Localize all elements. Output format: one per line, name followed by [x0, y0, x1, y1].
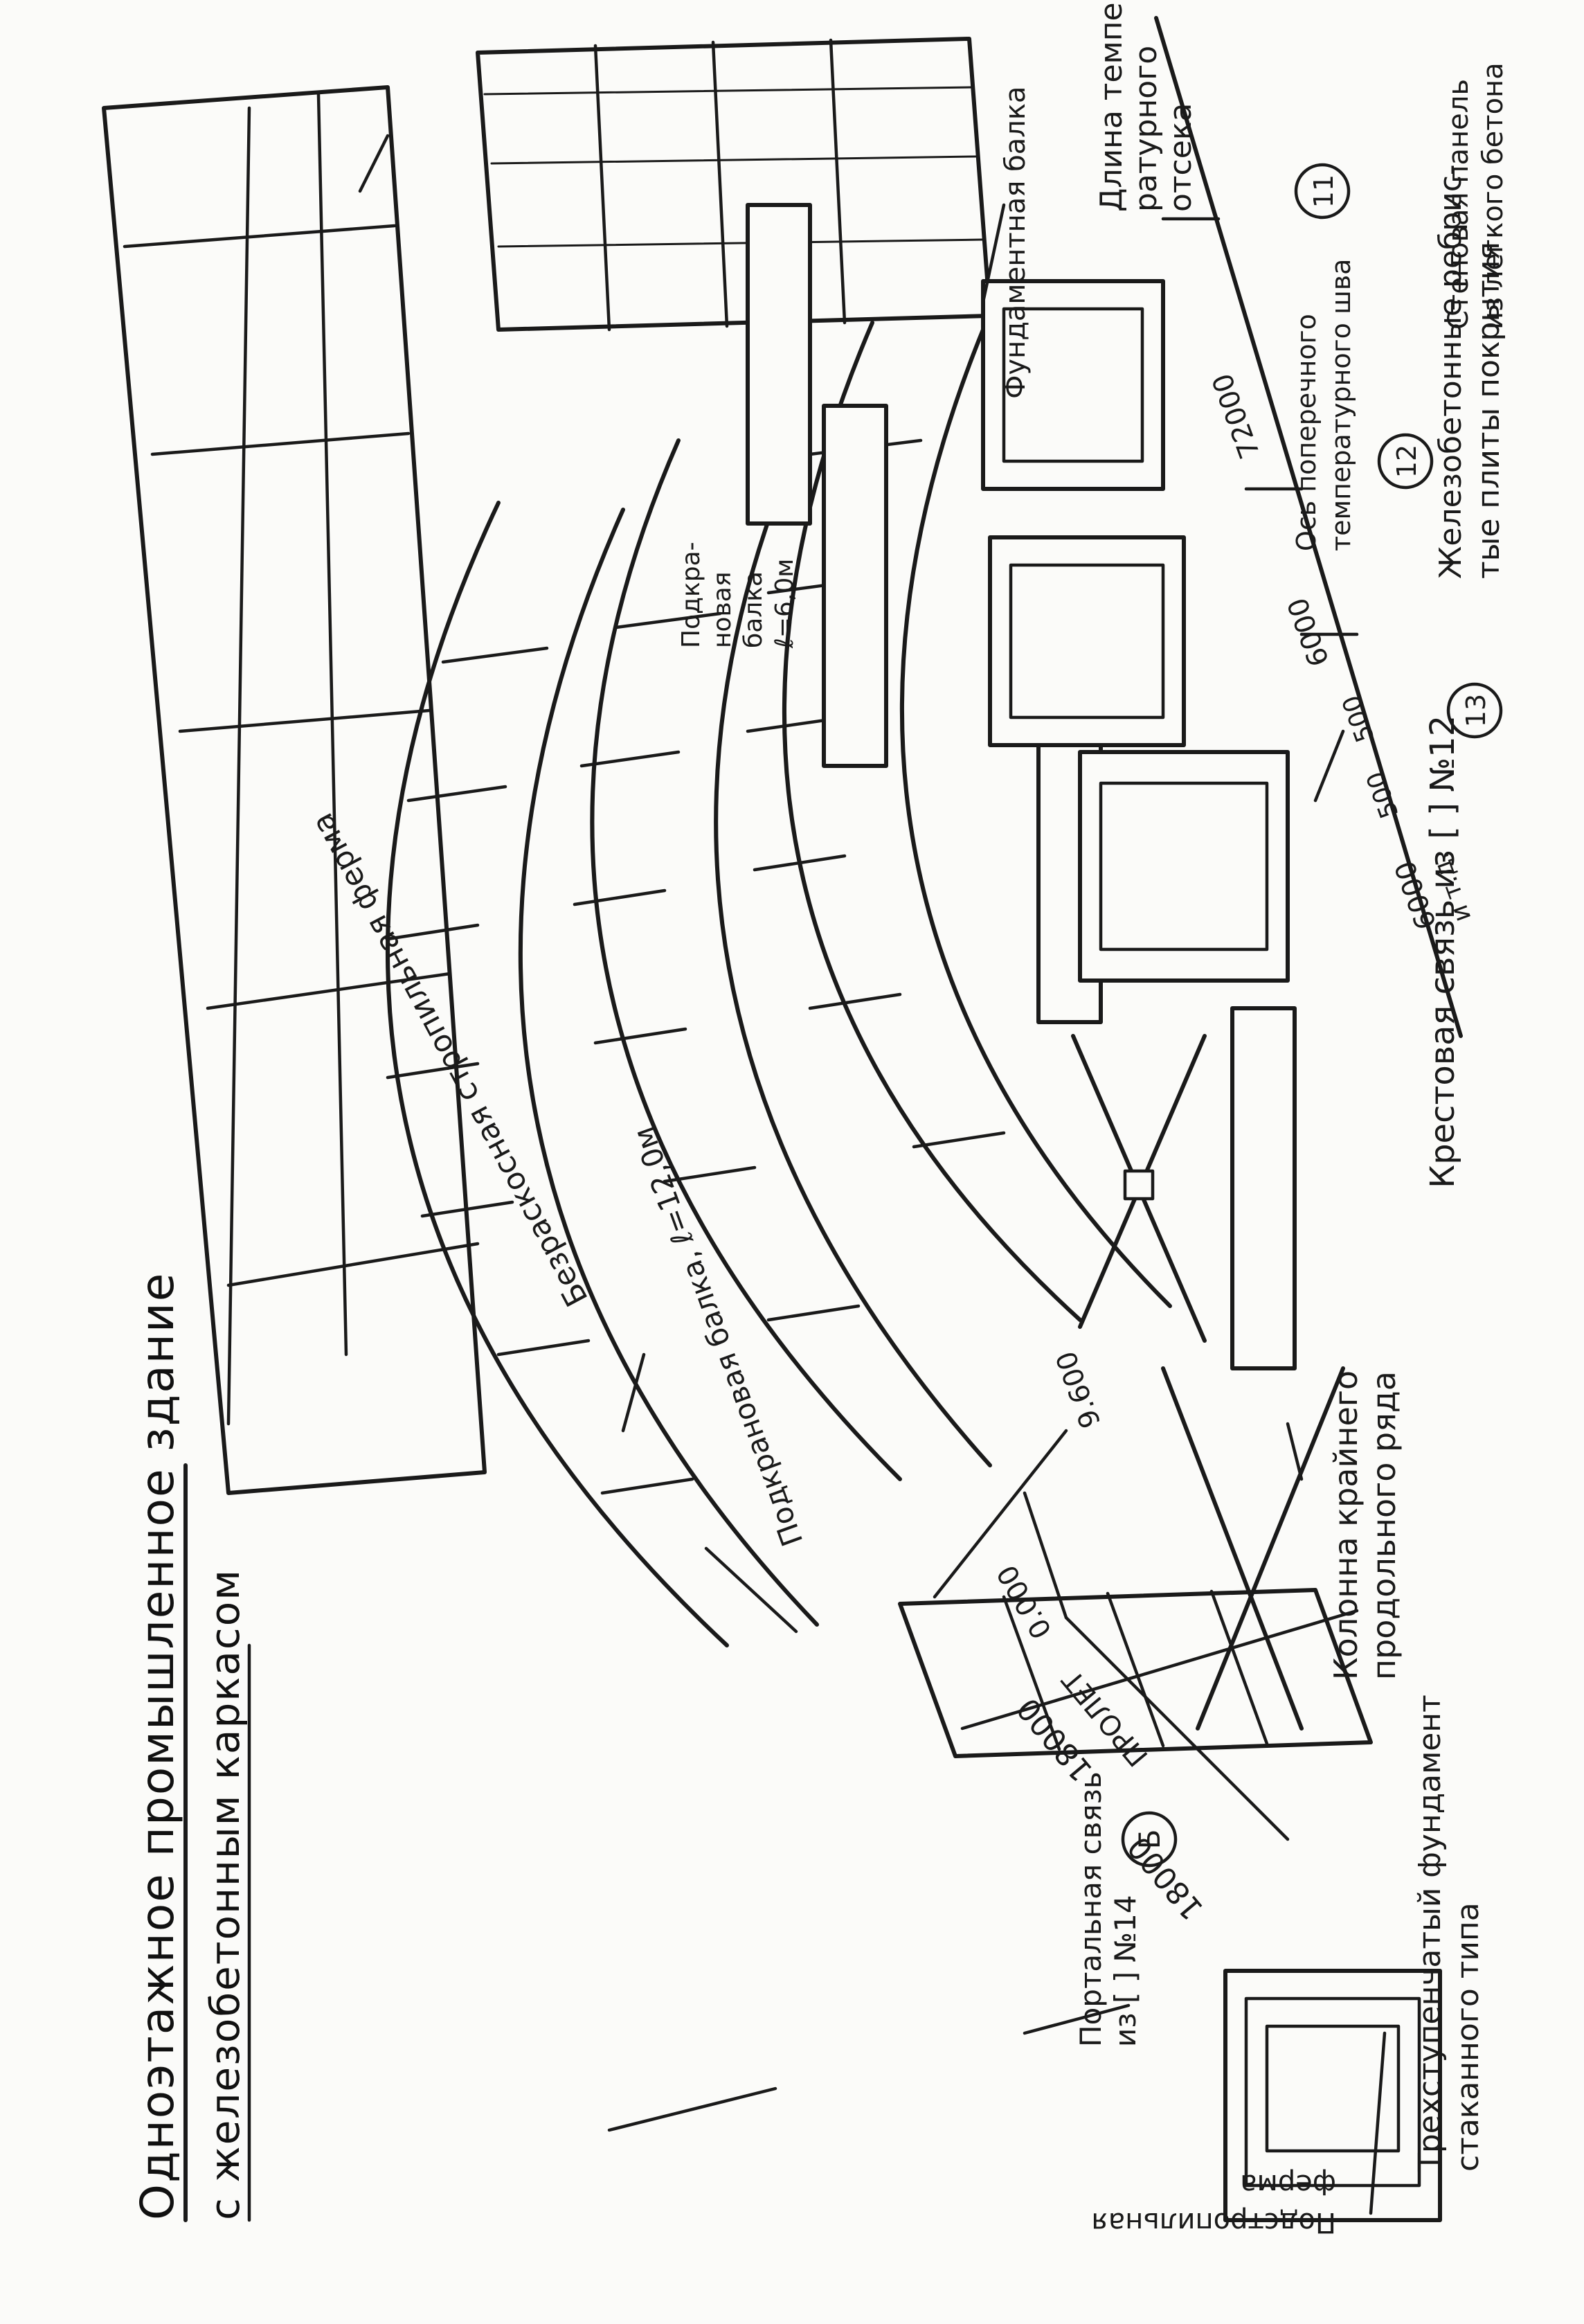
foundation-front	[1223, 1969, 1442, 2222]
label-foundation-2: стаканного типа	[1450, 1902, 1486, 2172]
dim-500b: 500	[1361, 767, 1404, 822]
axis-11: 11	[1294, 163, 1351, 220]
foundations	[981, 279, 1442, 2222]
dim-6000a: 6000	[1281, 593, 1335, 670]
label-thermal-len-3: отсека	[1163, 103, 1198, 212]
truss-2-bottom	[714, 445, 992, 1467]
title-line1: Одноэтажное промышленное здание	[131, 1272, 184, 2220]
roof-slabs	[102, 85, 487, 1495]
label-crane-beam-6-4: ℓ=6,0м	[771, 559, 799, 649]
dimension-lines	[933, 16, 1463, 1841]
label-found-beam: Фундаментная балка	[1000, 86, 1032, 399]
roof-plane	[102, 85, 487, 1495]
truss-3-bottom	[900, 328, 1172, 1308]
dim-elev-top: 9.600	[1050, 1347, 1107, 1432]
cross-bracing	[1071, 1034, 1207, 1343]
label-slabs-2: тые плиты покрытия	[1471, 242, 1506, 579]
label-column-2: продольного ряда	[1365, 1371, 1403, 1680]
column-back	[746, 203, 812, 526]
foundation-back-2	[988, 535, 1186, 747]
axis-b: Б	[1121, 1811, 1178, 1868]
dim-72000: 72000	[1207, 369, 1267, 463]
leader-lines	[358, 134, 1387, 2215]
label-thermal-axis-2: температурного шва	[1326, 259, 1356, 551]
label-sub-truss-1: Подстропильная	[1092, 2206, 1336, 2238]
dim-72000-line	[1154, 16, 1463, 1038]
axis-13: 13	[1446, 682, 1503, 739]
dim-9600-leader	[933, 1429, 1068, 1599]
axis-markers: Б 13 12 11	[1121, 163, 1503, 1868]
trusses	[386, 321, 1172, 1647]
label-crane-beam-6-3: балка	[739, 571, 768, 648]
label-thermal-len-2: ратурного	[1128, 46, 1164, 212]
axis-b-label: Б	[1133, 1830, 1167, 1850]
label-foundation-1: Трехступенчатый фундамент	[1412, 1695, 1448, 2172]
truss-1-top	[386, 501, 729, 1647]
title-block: Одноэтажное промышленное здание с железо…	[131, 1272, 251, 2222]
truss-1-bottom	[518, 508, 819, 1627]
label-wall-2: из легкого бетона	[1477, 62, 1509, 330]
axis-13-label: 13	[1461, 694, 1491, 727]
label-column-1: Колонна крайнего	[1327, 1370, 1365, 1680]
label-portal-1: Портальная связь	[1074, 1771, 1108, 2047]
truss-2-top	[590, 438, 902, 1481]
dim-500a: 500	[1337, 691, 1380, 746]
label-thermal-axis-1: Ось поперечного	[1291, 314, 1322, 551]
label-portal-2: из [ ] №14	[1108, 1895, 1142, 2047]
label-wall-1: Стеновая панель	[1443, 79, 1475, 330]
axis-12: 12	[1377, 433, 1434, 490]
foundation-back-1	[1078, 750, 1290, 983]
sub-truss	[898, 1588, 1373, 1758]
label-thermal-len-1: Длина темпе	[1094, 2, 1129, 212]
title-line2: с железобетонным каркасом	[201, 1568, 249, 2220]
axis-11-label: 11	[1308, 175, 1339, 208]
column-mid	[822, 404, 888, 768]
foundation-back-3	[981, 279, 1165, 491]
wall-block	[476, 37, 992, 332]
dim-18000-line	[1064, 1616, 1290, 1841]
label-sub-truss-2: ферма	[1240, 2168, 1336, 2200]
column-front-left	[1230, 1006, 1297, 1370]
label-slabs-1: Железобетонные ребрис-	[1433, 164, 1468, 579]
label-crane-beam-6-2: новая	[708, 572, 737, 649]
label-cross-brace: Крестовая связь из [ ] №12	[1423, 715, 1462, 1188]
label-crane-beam-6-1: Подкра-	[677, 542, 705, 648]
axis-12-label: 12	[1392, 445, 1422, 478]
portal-bracing	[1161, 1366, 1345, 1731]
wall-panels	[476, 37, 992, 332]
